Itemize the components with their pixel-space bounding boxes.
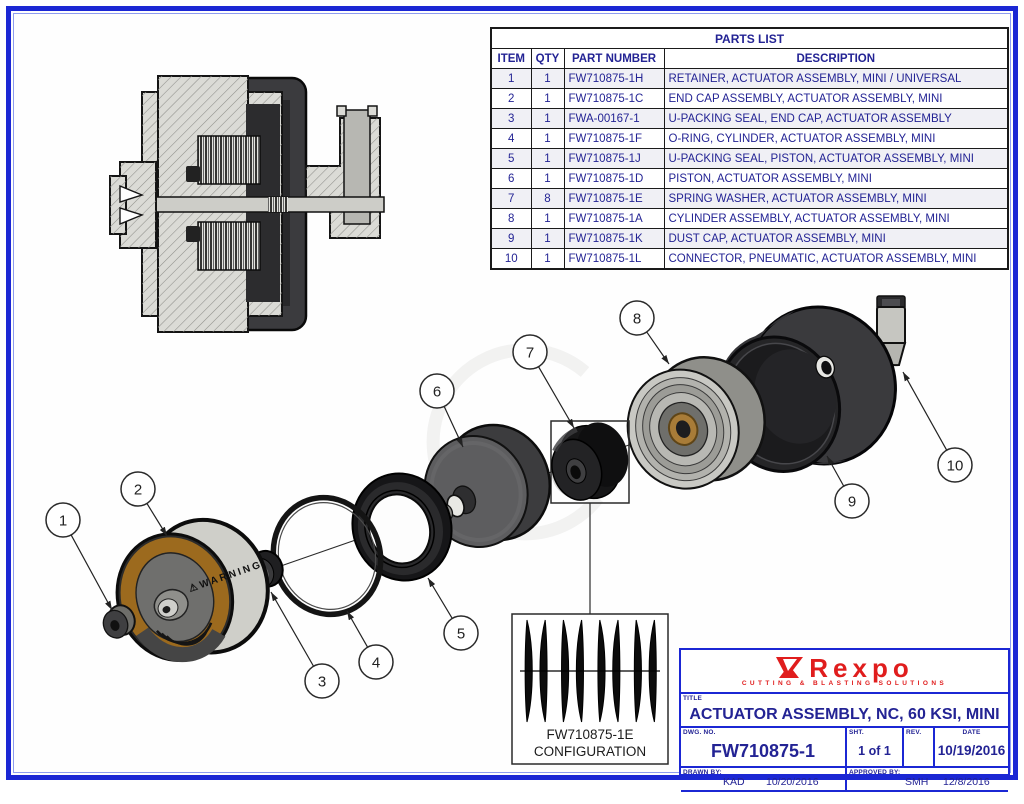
sheet-value: 1 of 1	[858, 744, 891, 758]
dwg-no-label: DWG. NO.	[683, 729, 716, 736]
exploded-view: ⚠WARNING 1 2 3 4 5 6 7 8 9 10	[45, 295, 973, 699]
rev-cell: REV.	[904, 728, 935, 766]
drawing-title: ACTUATOR ASSEMBLY, NC, 60 KSI, MINI	[689, 706, 1000, 723]
svg-text:6: 6	[433, 384, 441, 401]
parts-list-title: PARTS LIST	[490, 27, 1009, 49]
spring-configuration-box: FW710875-1E CONFIGURATION	[511, 613, 669, 765]
svg-text:10: 10	[947, 458, 964, 475]
drawn-by-label: DRAWN BY:	[683, 769, 722, 776]
rexpo-logo-text: Rexpo	[809, 652, 914, 683]
title-label: TITLE	[683, 695, 703, 702]
approved-by-cell: APPROVED BY: SMH 12/8/2016	[847, 768, 1008, 790]
sheet-label: SHT.	[849, 729, 864, 736]
title-block: Rexpo CUTTING & BLASTING SOLUTIONS TITLE…	[679, 648, 1010, 792]
svg-text:3: 3	[318, 674, 326, 691]
balloon-3: 3	[270, 591, 340, 699]
rexpo-logo-tagline: CUTTING & BLASTING SOLUTIONS	[741, 679, 948, 687]
sheet-cell: SHT. 1 of 1	[847, 728, 904, 766]
approved-by-value: SMH	[905, 776, 929, 788]
svg-text:5: 5	[457, 626, 465, 643]
date-label: DATE	[962, 729, 981, 736]
svg-text:1: 1	[59, 513, 67, 530]
balloon-callouts: 1 2 3 4 5 6 7 8 9 10	[45, 300, 973, 699]
dwg-no-value: FW710875-1	[710, 741, 816, 761]
balloon-8: 8	[619, 300, 670, 365]
drawing-canvas: ® R	[45, 75, 973, 765]
config-caption: CONFIGURATION	[534, 744, 646, 759]
balloon-1: 1	[45, 502, 113, 611]
svg-text:2: 2	[134, 482, 142, 499]
svg-text:7: 7	[526, 345, 534, 362]
col-qty: QTY	[530, 48, 565, 69]
svg-text:9: 9	[848, 494, 856, 511]
title-block-empty-row	[681, 792, 1008, 804]
col-part-number: PART NUMBER	[563, 48, 665, 69]
drawn-date-value: 10/20/2016	[766, 776, 819, 788]
cross-section-view	[109, 75, 385, 333]
parts-list-table: PARTS LIST ITEM QTY PART NUMBER DESCRIPT…	[490, 27, 1009, 270]
drawn-by-value: KAD	[723, 776, 745, 788]
dwg-no-cell: DWG. NO. FW710875-1	[681, 728, 847, 766]
svg-text:4: 4	[372, 655, 380, 672]
svg-text:8: 8	[633, 311, 641, 328]
date-value: 10/19/2016	[937, 743, 1006, 758]
title-row: TITLE ACTUATOR ASSEMBLY, NC, 60 KSI, MIN…	[681, 694, 1008, 728]
col-description: DESCRIPTION	[663, 48, 1009, 69]
title-block-logo-row: Rexpo CUTTING & BLASTING SOLUTIONS	[681, 650, 1008, 694]
balloon-5: 5	[427, 577, 479, 651]
rexpo-logo-icon	[776, 656, 804, 678]
date-cell: DATE 10/19/2016	[935, 728, 1008, 766]
balloon-7: 7	[512, 334, 575, 429]
part-2-end-cap-assembly: ⚠WARNING	[115, 517, 270, 663]
balloon-9: 9	[826, 455, 870, 519]
balloon-6: 6	[419, 373, 464, 448]
parts-list-header-row: ITEM QTY PART NUMBER DESCRIPTION	[490, 48, 1009, 69]
part-1-retainer	[102, 604, 136, 639]
config-part-number: FW710875-1E	[546, 727, 633, 742]
part-7-spring-washer-stack	[551, 422, 629, 501]
balloon-10: 10	[902, 371, 973, 483]
approved-by-label: APPROVED BY:	[849, 769, 901, 776]
balloon-2: 2	[120, 471, 168, 537]
balloon-4: 4	[346, 610, 394, 680]
col-item: ITEM	[490, 48, 532, 69]
part-8-cylinder-assembly	[626, 356, 766, 490]
approved-date-value: 12/8/2016	[943, 776, 990, 788]
rev-label: REV.	[906, 729, 922, 736]
drawn-by-cell: DRAWN BY: KAD 10/20/2016	[681, 768, 847, 790]
